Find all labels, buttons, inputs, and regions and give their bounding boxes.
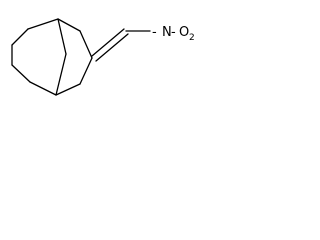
ring-bond bbox=[27, 18, 59, 30]
ring-bond bbox=[11, 64, 31, 83]
ring-bond bbox=[57, 18, 81, 32]
chemical-structure-diagram: - N - O 2 bbox=[11, 18, 195, 96]
bond-separator: - bbox=[152, 25, 157, 40]
bridge-bond bbox=[55, 53, 67, 96]
double-bond-line bbox=[91, 28, 125, 57]
ring-bond bbox=[55, 83, 81, 96]
oxygen-subscript: 2 bbox=[189, 33, 195, 43]
ring-bond bbox=[79, 30, 93, 59]
bridge-bond bbox=[57, 18, 67, 55]
ring-bond bbox=[11, 28, 29, 46]
exocyclic-double-bond bbox=[91, 28, 129, 62]
double-bond-line bbox=[95, 33, 129, 62]
ring-bond bbox=[79, 57, 93, 85]
nitro-group: - N - O 2 bbox=[152, 25, 195, 43]
oxygen-atom-label: O bbox=[179, 25, 189, 40]
nitrogen-atom-label: N bbox=[162, 25, 172, 40]
ring-bond bbox=[29, 81, 57, 96]
bicyclic-ring-system bbox=[11, 18, 93, 96]
bond-separator: - bbox=[171, 25, 176, 40]
